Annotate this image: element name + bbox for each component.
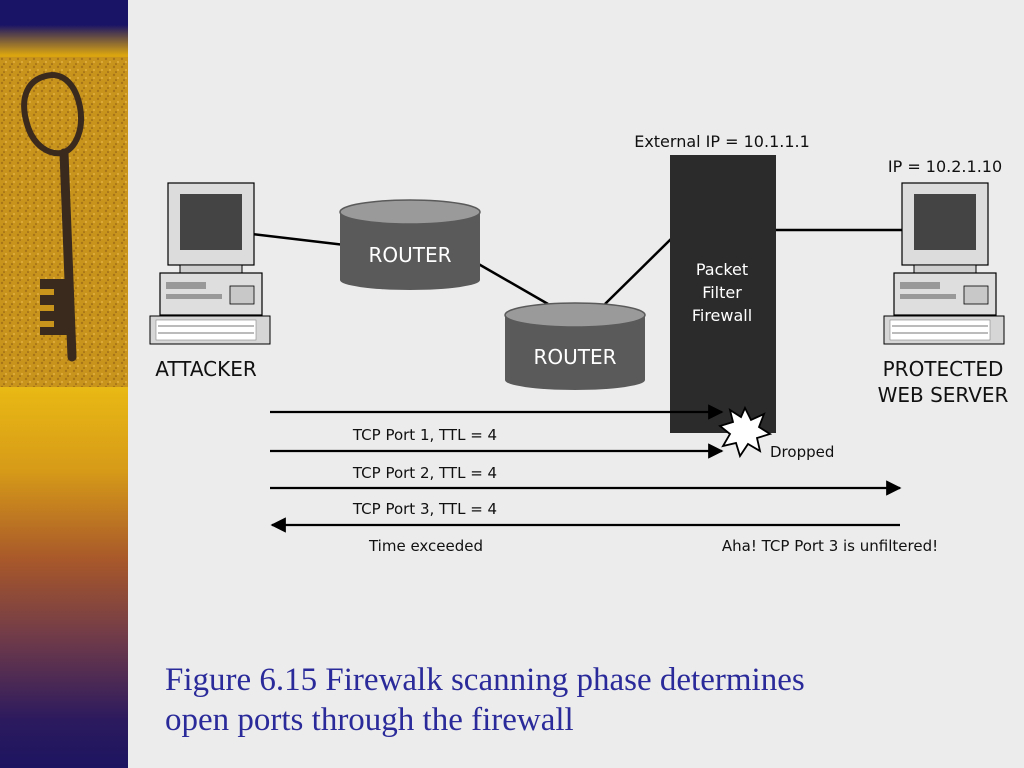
server-ip-label: IP = 10.2.1.10 (888, 157, 1002, 176)
dropped-burst-icon (718, 405, 773, 459)
firewall-label-line-3: Firewall (692, 306, 752, 325)
external-ip-label: External IP = 10.1.1.1 (634, 132, 810, 151)
probe-label-3: TCP Port 3, TTL = 4 (352, 500, 497, 518)
caption-line-2: open ports through the firewall (165, 702, 574, 738)
attacker-label: ATTACKER (155, 357, 257, 381)
link-router2-firewall (604, 237, 673, 305)
caption-line-1: Figure 6.15 Firewalk scanning phase dete… (165, 662, 805, 698)
server-label-line-1: PROTECTED (883, 357, 1004, 381)
router-2-icon (504, 302, 646, 390)
router-1-icon (339, 199, 481, 290)
link-router1-router2 (474, 260, 549, 306)
firewalk-diagram: ATTACKER ROUTER ROUTER Packet Filter Fir… (149, 132, 1009, 555)
server-label-line-2: WEB SERVER (878, 383, 1009, 407)
web-server-computer-icon (883, 182, 1005, 345)
attacker-computer-icon (149, 182, 271, 345)
probe-label-2: TCP Port 2, TTL = 4 (352, 464, 497, 482)
unfiltered-note: Aha! TCP Port 3 is unfiltered! (722, 537, 938, 555)
packet-filter-firewall (670, 155, 776, 433)
link-attacker-router1 (251, 232, 346, 247)
router-1-label: ROUTER (368, 243, 451, 267)
dropped-label: Dropped (770, 443, 834, 461)
time-exceeded-label: Time exceeded (368, 537, 483, 555)
key-photo (0, 57, 128, 387)
firewall-label-line-2: Filter (702, 283, 742, 302)
figure-caption: Figure 6.15 Firewalk scanning phase dete… (165, 660, 1005, 740)
firewall-label-line-1: Packet (696, 260, 748, 279)
router-2-label: ROUTER (533, 345, 616, 369)
probe-label-1: TCP Port 1, TTL = 4 (352, 426, 497, 444)
